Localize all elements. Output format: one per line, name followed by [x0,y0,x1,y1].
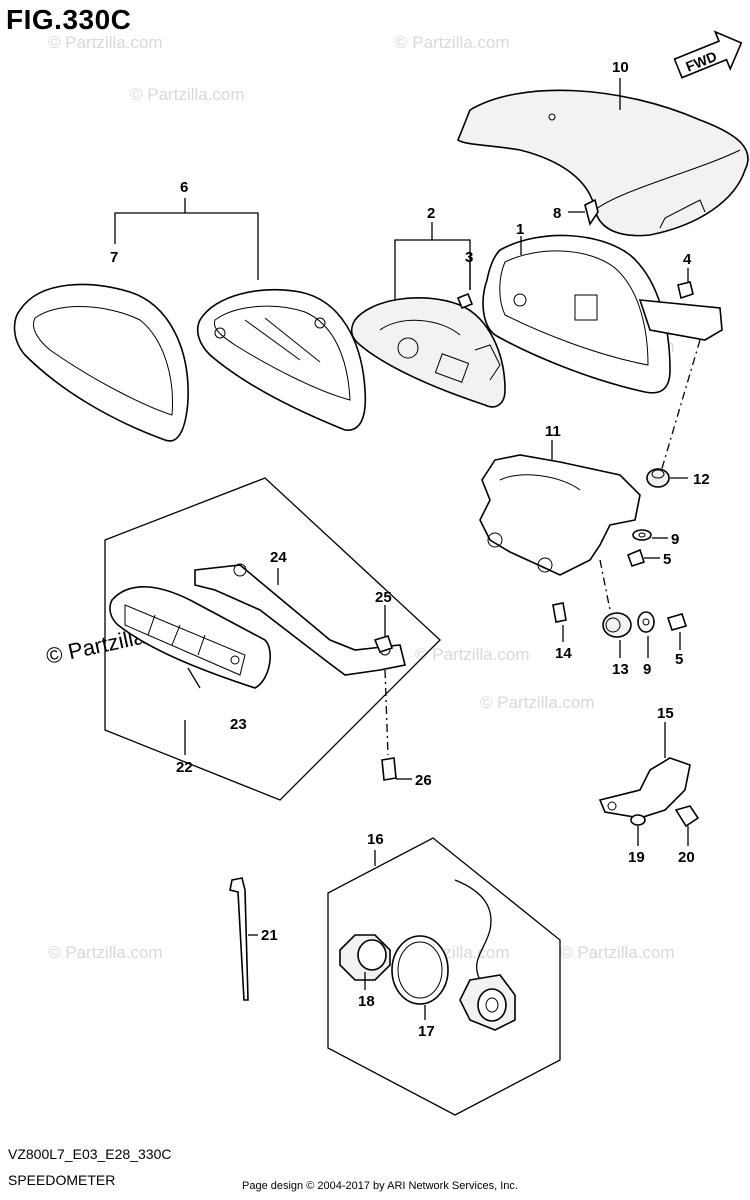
model-code: VZ800L7_E03_E28_330C [8,1146,172,1162]
part-14-bolt[interactable] [552,602,567,623]
part-23-indicator-lens[interactable] [109,586,271,689]
callout-3: 3 [465,249,473,266]
part-16-speed-sensor[interactable] [454,879,516,1031]
watermark: © Partzilla.com [480,693,595,712]
callout-20: 20 [678,849,695,866]
leader-line [187,667,201,689]
part-5-screw[interactable] [666,613,688,631]
callout-2: 2 [427,205,435,222]
callout-25: 25 [375,589,392,606]
assembly-group-box [104,477,441,801]
part-6-meter-case[interactable] [196,289,367,431]
callout-8: 8 [553,205,561,222]
watermark: © Partzilla.com [130,85,245,104]
callout-5: 5 [663,551,671,568]
callout-11: 11 [545,423,561,440]
part-9-washer[interactable] [632,529,652,541]
watermark: © Partzilla.com [415,645,530,664]
callout-22: 22 [176,759,193,776]
part-13-grommet[interactable] [602,612,632,638]
assembly-line [599,559,611,611]
assembly-line [659,339,701,476]
callout-19: 19 [628,849,645,866]
part-21-cable-tie[interactable] [229,877,249,1001]
assembly-group-box [327,837,561,1116]
part-4-screw[interactable] [677,281,694,300]
part-10-meter-cover[interactable] [457,89,749,237]
part-5-screw[interactable] [626,548,646,568]
leader-bracket [114,212,259,280]
callout-1: 1 [516,221,524,238]
callout-14: 14 [555,645,572,662]
assembly-line [384,669,389,756]
callout-10: 10 [612,59,629,76]
part-20-nut[interactable] [674,805,700,828]
part-17-seal-ring[interactable] [391,935,449,1005]
footer-credit: Page design © 2004-2017 by ARI Network S… [242,1180,518,1192]
watermark: © Partzilla.com [48,33,163,52]
callout-9: 9 [643,661,651,678]
callout-23: 23 [230,716,247,733]
figure-title: FIG.330C [6,4,132,35]
callout-15: 15 [657,705,674,722]
callout-21: 21 [261,927,278,944]
part-18-sensor-rotor[interactable] [339,934,391,981]
callout-12: 12 [693,471,710,488]
fwd-arrow-icon: FWD [673,30,743,79]
part-25-screw[interactable] [373,635,394,653]
section-name: SPEEDOMETER [8,1172,116,1188]
part-26-screw[interactable] [381,757,397,781]
watermark: © Partzilla.com [560,943,675,962]
callout-9: 9 [671,531,679,548]
callout-labels: 10 8 6 7 2 3 1 4 11 12 9 5 24 25 14 13 9… [110,59,710,1040]
part-1-meter-housing[interactable] [482,234,723,394]
callout-5: 5 [675,651,683,668]
part-9-washer[interactable] [637,611,655,633]
part-11-mounting-bracket[interactable] [479,454,641,576]
part-8-screw[interactable] [584,198,599,226]
callout-18: 18 [358,993,375,1010]
callout-16: 16 [367,831,384,848]
callout-4: 4 [683,251,692,268]
part-12-grommet[interactable] [646,468,670,488]
callout-6: 6 [180,179,188,196]
watermark: © Partzilla.com [395,33,510,52]
part-7-bezel-ring[interactable] [13,283,189,442]
callout-26: 26 [415,772,432,789]
callout-24: 24 [270,549,287,566]
part-15-bracket[interactable] [598,757,691,819]
callout-7: 7 [110,249,118,266]
callout-17: 17 [418,1023,435,1040]
callout-13: 13 [612,661,629,678]
part-19-washer[interactable] [630,814,646,826]
watermark: © Partzilla.com [48,943,163,962]
leader-bracket [394,239,471,300]
part-2-speedometer-assembly[interactable] [350,297,506,408]
part-3-screw[interactable] [456,292,474,310]
